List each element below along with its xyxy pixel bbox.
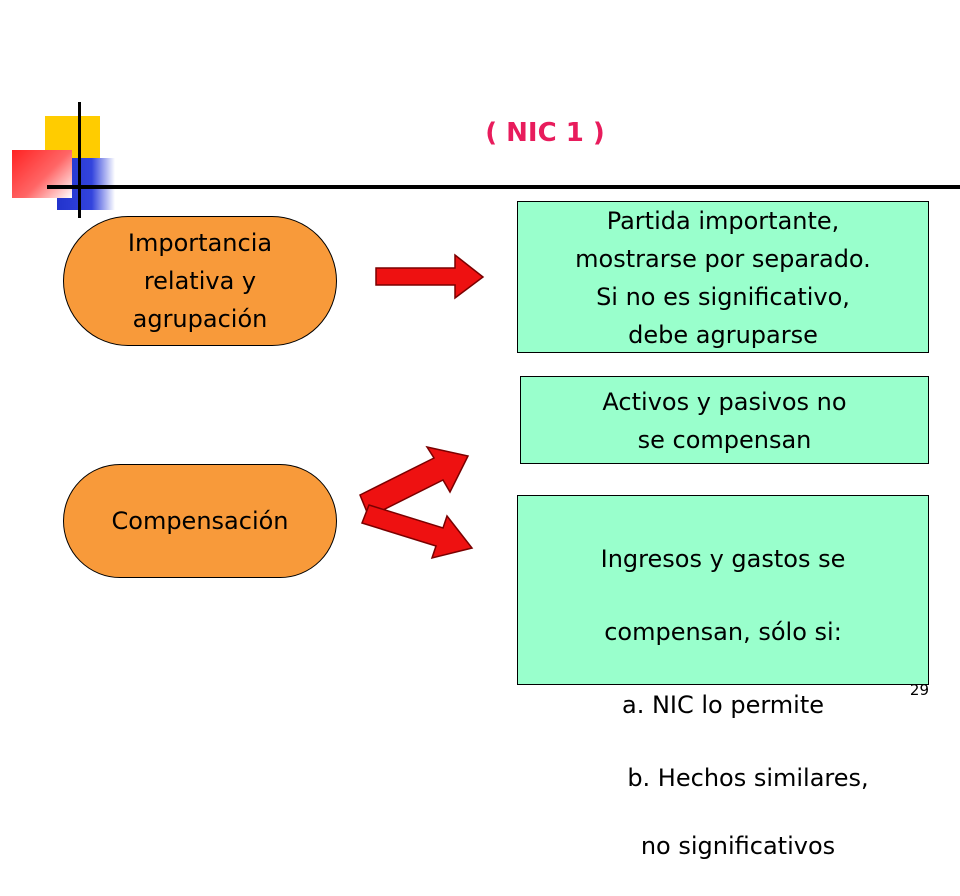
vertical-line	[78, 102, 81, 218]
down-right-arrow-icon	[361, 504, 474, 560]
right-arrow-icon	[375, 253, 485, 300]
red-square	[12, 150, 72, 198]
box-activos-pasivos: Activos y pasivos no se compensan	[520, 376, 929, 464]
corner-decoration	[0, 100, 140, 220]
box3-line1: Ingresos y gastos se	[600, 545, 846, 573]
slide-title: ( NIC 1 )	[485, 118, 605, 148]
arrows-layer	[359, 253, 485, 560]
oval-compensacion: Compensación	[63, 464, 337, 578]
page-number: 29	[909, 681, 929, 699]
box-partida-importante: Partida importante, mostrarse por separa…	[517, 201, 929, 353]
oval-importancia-relativa: Importancia relativa y agrupación	[63, 216, 337, 346]
box3-line4: b. Hechos similares,	[627, 764, 869, 792]
box3-line2: compensan, sólo si:	[604, 618, 842, 646]
title-rule	[47, 185, 960, 189]
box3-line5: no significativos	[640, 832, 836, 860]
box3-line3: a. NIC lo permite	[621, 691, 825, 719]
